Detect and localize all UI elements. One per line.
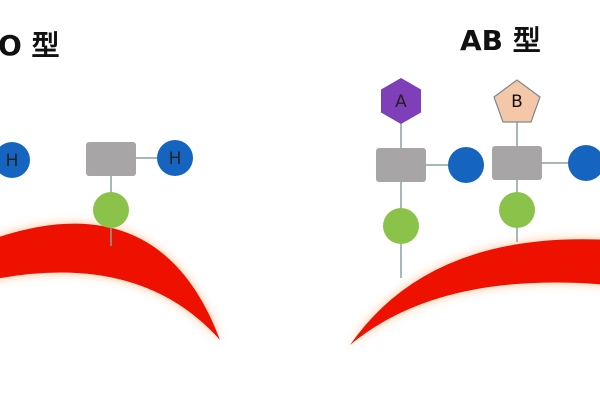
antigen-b-node xyxy=(493,79,541,123)
antigen-b-label: B xyxy=(511,92,523,112)
linker-node xyxy=(376,148,426,182)
left-red-blood-cell xyxy=(0,223,220,340)
right-red-blood-cell xyxy=(350,239,600,345)
glucose-node xyxy=(499,192,535,228)
right-chain-b: B xyxy=(492,79,600,242)
fucose-node xyxy=(157,140,193,176)
fucose-node xyxy=(568,145,600,181)
left-cell-membrane xyxy=(0,223,220,340)
fucose-label: H xyxy=(6,151,19,171)
left-chain-1: H xyxy=(0,142,30,178)
left-chain-2: H xyxy=(86,140,193,246)
title-ab-type: AB 型 xyxy=(460,24,541,57)
right-chain-a: A xyxy=(376,78,484,278)
antigen-a-label: A xyxy=(395,92,407,112)
glucose-node xyxy=(93,192,129,228)
glucose-node xyxy=(383,208,419,244)
fucose-label: H xyxy=(169,149,182,169)
antigen-a-node xyxy=(381,78,421,124)
linker-node xyxy=(492,146,542,180)
fucose-node xyxy=(0,142,30,178)
right-cell-membrane xyxy=(350,239,600,345)
linker-node xyxy=(86,142,136,176)
title-o-type: O 型 xyxy=(0,29,60,62)
fucose-node xyxy=(448,147,484,183)
